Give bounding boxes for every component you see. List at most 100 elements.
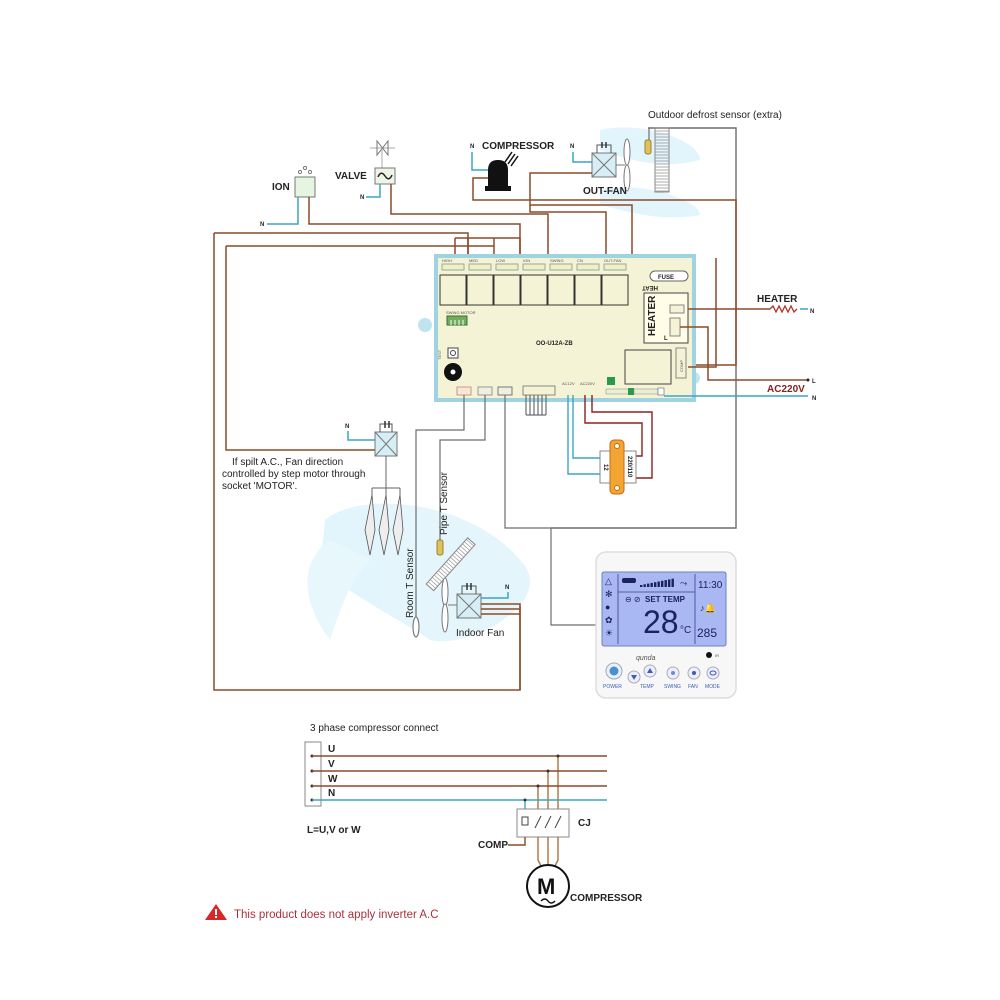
relay-terminal-swing: SWING (549, 258, 573, 271)
fan-speed-bar (643, 584, 646, 587)
ac12v-label: AC12V (562, 381, 575, 386)
ion-generator-icon (294, 165, 316, 198)
mains-n-label: N (812, 396, 816, 402)
compressor-motor-icon: M (526, 864, 570, 908)
pipe-sensor-wire (439, 395, 486, 540)
brand-logo: qunda (636, 655, 656, 662)
out-fan-icon (591, 138, 631, 192)
relay-terminal-label: LOW (496, 258, 505, 263)
lcd-bell-icon: ♪🔔 (700, 603, 716, 613)
temp-down-button[interactable] (627, 670, 641, 684)
display-connector (522, 385, 556, 396)
lcd-temperature: 28 (643, 604, 679, 640)
svg-text:controlled by step motor throu: controlled by step motor through (222, 469, 365, 480)
power-button-label: POWER (603, 684, 622, 690)
fan-speed-bar (661, 580, 664, 587)
louver-blades-icon (364, 494, 404, 556)
out-fan-label: OUT-FAN (583, 186, 627, 197)
lcd-clock: 11:30 (698, 580, 723, 591)
ac220v-board-label: AC220V (580, 381, 595, 386)
three-phase-title: 3 phase compressor connect (310, 723, 439, 734)
swing-button-label: SWING (664, 684, 681, 690)
three-phase-lines (310, 754, 607, 809)
valve-wire (390, 184, 549, 258)
phase-w-label: W (328, 774, 338, 785)
pipe-sensor-connector (477, 386, 493, 396)
lcd-set-temp-label: SET TEMP (645, 595, 686, 604)
warning-text: This product does not apply inverter A.C (234, 909, 439, 921)
relay (601, 274, 629, 306)
relay-terminal-cn: CN (576, 258, 600, 271)
heater-l-label: L (664, 336, 668, 342)
lcd-mode-icons: ⊖ ⊘ (625, 595, 641, 604)
terminal-l-green (607, 377, 615, 385)
lcd-heat-icon: ☀ (605, 628, 613, 638)
outfan-neutral-label: N (570, 144, 574, 150)
valve-coil-icon (374, 167, 396, 185)
fan-speed-bar (654, 582, 657, 587)
fan-button-label: FAN (688, 684, 698, 690)
transformer-primary-label: 220/110 (626, 456, 632, 478)
phase-n-label: N (328, 788, 335, 799)
wired-thermostat: △ ✻ ● ✿ ☀ ⤳ ⊖ ⊘ SET TEMP 28 °C 11:30 ♪🔔 … (595, 551, 737, 699)
phase-v-label: V (328, 759, 335, 770)
svg-text:M: M (537, 874, 555, 899)
compressor-neutral-label: N (470, 144, 474, 150)
relay-terminal-label: HIGH (442, 258, 452, 263)
ir-label: IR (715, 653, 719, 658)
relay (520, 274, 548, 306)
lcd-temperature-unit: °C (680, 625, 691, 636)
lcd-fan-icon: ✿ (605, 615, 613, 625)
heater-resistor-icon (769, 304, 798, 314)
indoor-fan-label: Indoor Fan (456, 628, 504, 639)
fan-speed-bar (647, 583, 650, 587)
test-label: TEST (437, 349, 442, 360)
relay-terminal-label: SWING (550, 258, 564, 263)
lcd-snow-icon: ✻ (605, 589, 613, 599)
valve-symbol-icon (370, 139, 395, 168)
comp-label: COMP (679, 360, 684, 372)
pipe-sensor-probe (436, 539, 444, 556)
relay-terminal-low: LOW (495, 258, 519, 271)
swing-button[interactable] (666, 666, 680, 680)
swing-motor-wire (225, 246, 375, 451)
outdoor-coil-icon (654, 127, 670, 193)
display-wire (504, 395, 600, 626)
fan-speed-bar (657, 581, 660, 587)
temp-button-label: TEMP (640, 684, 655, 690)
evaporator-coil-icon (425, 537, 476, 592)
contactor-cj (516, 808, 570, 838)
power-button[interactable] (605, 662, 623, 680)
indoor-fan-neutral-label: N (505, 585, 509, 591)
svg-text:socket 'MOTOR'.: socket 'MOTOR'. (222, 481, 297, 492)
compressor-wire (472, 177, 737, 366)
defrost-sensor-probe (644, 139, 652, 155)
relay (439, 274, 467, 306)
relay-terminal-label: MED (469, 258, 478, 263)
relay (466, 274, 494, 306)
fan-button[interactable] (687, 666, 701, 680)
heater-relay-block (643, 292, 689, 344)
temp-up-button[interactable] (643, 664, 657, 678)
room-sensor-connector (456, 386, 472, 396)
mode-button[interactable] (706, 666, 720, 680)
relay-terminal-high: HIGH (441, 258, 465, 271)
pipe-sensor-label: Pipe T Sensor (439, 471, 450, 535)
relay (574, 274, 602, 306)
ion-label: ION (272, 182, 290, 193)
room-sensor-probe (412, 616, 420, 638)
lcd-cool-icon: △ (605, 576, 612, 586)
relay-terminal-med: MED (468, 258, 492, 271)
three-phase-terminal-block (304, 741, 322, 807)
mode-button-label: MODE (705, 684, 721, 690)
valve-label: VALVE (335, 171, 367, 182)
swing-step-motor-icon (374, 421, 398, 457)
aux-connector (497, 386, 513, 396)
relay-terminal-out-fan: OUT-FAN (603, 258, 627, 271)
indoor-fan-icon (441, 577, 482, 633)
heater-label: HEATER (757, 294, 798, 305)
fan-speed-bar (664, 580, 667, 587)
ir-receiver (706, 652, 712, 658)
